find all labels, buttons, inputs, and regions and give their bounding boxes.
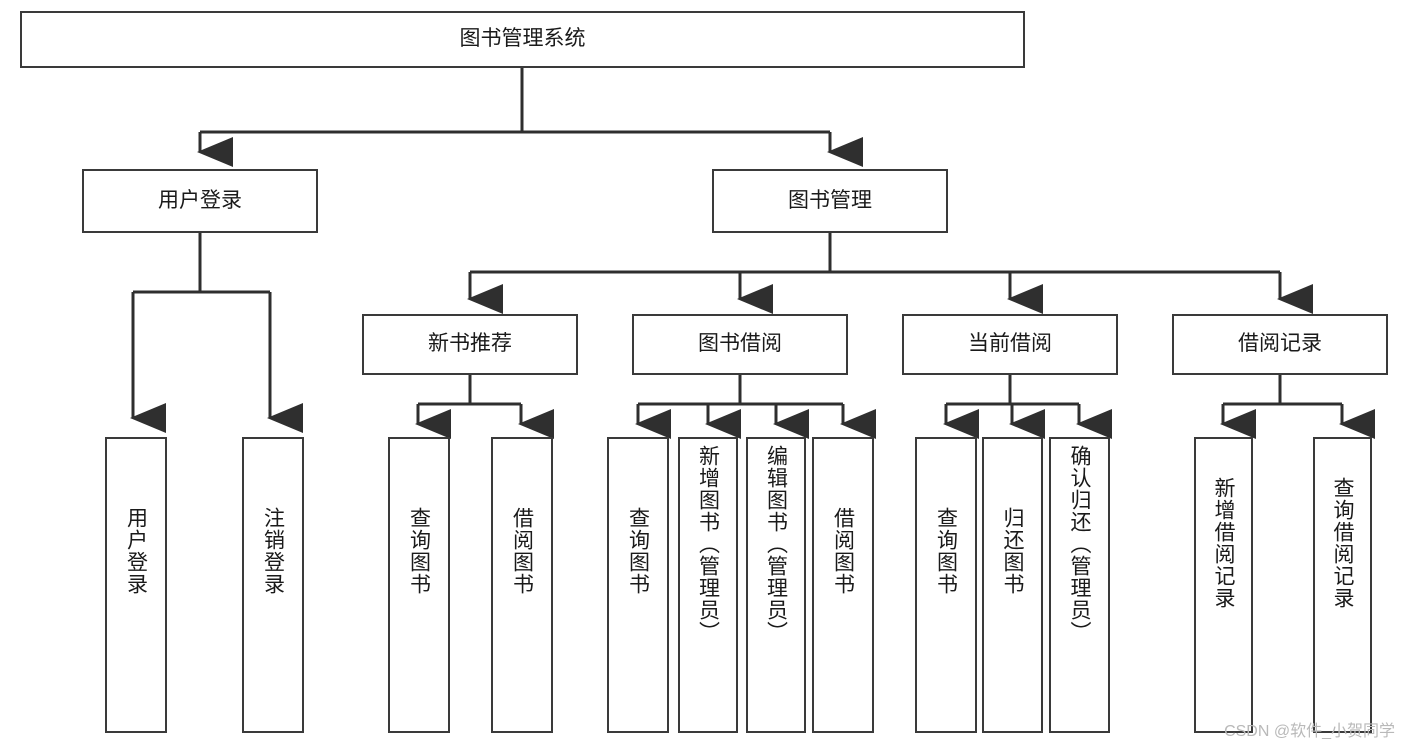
leaf-current-borrow-confirm-admin[interactable]: 确认归还（管理员） (1049, 437, 1110, 733)
node-label: 新书推荐 (428, 332, 512, 356)
node-label: 图书管理系统 (459, 27, 586, 51)
node-root-system[interactable]: 图书管理系统 (20, 11, 1025, 68)
leaf-user-login-login[interactable]: 用户登录 (105, 437, 167, 733)
leaf-new-book-borrow[interactable]: 借阅图书 (491, 437, 553, 733)
node-label: 查询图书 (407, 507, 431, 595)
leaf-book-borrow-edit-admin[interactable]: 编辑图书（管理员） (746, 437, 806, 733)
node-borrow-record[interactable]: 借阅记录 (1172, 314, 1388, 375)
node-label: 用户登录 (124, 507, 148, 595)
node-label: 当前借阅 (968, 332, 1052, 356)
node-label: 图书管理 (788, 188, 872, 212)
node-label: 注销登录 (261, 507, 285, 595)
node-label: 图书借阅 (698, 332, 782, 356)
leaf-book-borrow-add-admin[interactable]: 新增图书（管理员） (678, 437, 738, 733)
leaf-current-borrow-return[interactable]: 归还图书 (982, 437, 1043, 733)
leaf-book-borrow-query[interactable]: 查询图书 (607, 437, 669, 733)
node-book-management[interactable]: 图书管理 (712, 169, 948, 233)
node-new-book-recommend[interactable]: 新书推荐 (362, 314, 578, 375)
node-label: 借阅图书 (510, 507, 534, 595)
node-label: 借阅图书 (831, 507, 855, 595)
node-label: 新增借阅记录 (1212, 477, 1235, 609)
node-current-borrow[interactable]: 当前借阅 (902, 314, 1118, 375)
node-label: 新增图书（管理员） (696, 445, 720, 643)
node-label: 用户登录 (158, 188, 242, 212)
leaf-new-book-query[interactable]: 查询图书 (388, 437, 450, 733)
node-label: 查询图书 (934, 507, 958, 595)
node-user-login[interactable]: 用户登录 (82, 169, 318, 233)
leaf-borrow-record-query[interactable]: 查询借阅记录 (1313, 437, 1372, 733)
node-book-borrow[interactable]: 图书借阅 (632, 314, 848, 375)
node-label: 归还图书 (1001, 507, 1024, 595)
node-label: 查询借阅记录 (1331, 477, 1354, 609)
node-label: 查询图书 (626, 507, 650, 595)
node-label: 借阅记录 (1238, 332, 1322, 356)
node-label: 确认归还（管理员） (1068, 445, 1091, 643)
node-label: 编辑图书（管理员） (764, 445, 788, 643)
leaf-borrow-record-add[interactable]: 新增借阅记录 (1194, 437, 1253, 733)
leaf-user-login-logout[interactable]: 注销登录 (242, 437, 304, 733)
leaf-current-borrow-query[interactable]: 查询图书 (915, 437, 977, 733)
leaf-book-borrow-borrow[interactable]: 借阅图书 (812, 437, 874, 733)
